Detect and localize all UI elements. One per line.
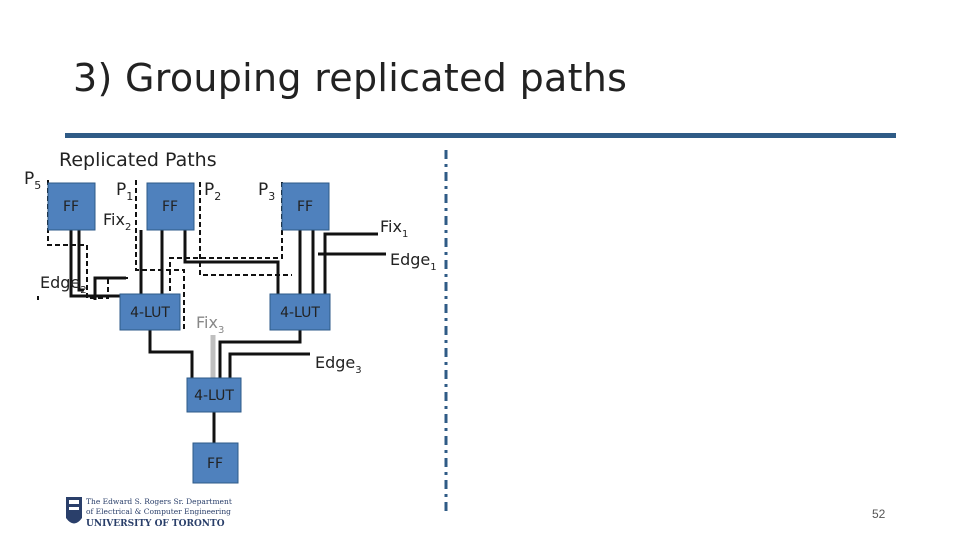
lut-right-box xyxy=(269,293,331,331)
ff-left-label: FF xyxy=(63,199,79,215)
ff-mid-box xyxy=(146,182,195,231)
logo-line3: UNIVERSITY OF TORONTO xyxy=(86,519,225,529)
logo-line2: of Electrical & Computer Engineering xyxy=(86,507,231,516)
wire-edge2 xyxy=(93,276,126,300)
lut-bottom-box xyxy=(186,377,242,413)
dashed-outline-p5 xyxy=(47,180,128,299)
p1-label: P1 xyxy=(116,180,133,203)
p2-label: P2 xyxy=(204,180,221,203)
fix1-label: Fix1 xyxy=(380,217,408,240)
lut-left-box xyxy=(119,293,181,331)
wire-mid-to-right xyxy=(183,230,280,294)
fix2-label: Fix2 xyxy=(103,210,131,233)
wire-fix1 xyxy=(323,232,378,294)
wire-lut-right-out xyxy=(218,330,302,378)
ff-left-box xyxy=(47,182,96,231)
ff-right-label: FF xyxy=(297,199,313,215)
ff-bottom-box xyxy=(192,442,239,484)
edge3-label: Edge3 xyxy=(315,353,362,376)
lut-left-label: 4-LUT xyxy=(130,305,170,321)
university-logo: The Edward S. Rogers Sr. Department of E… xyxy=(66,497,232,529)
edge2-label: Edge2 xyxy=(40,273,87,296)
fix3-label: Fix3 xyxy=(196,313,224,336)
dashed-outline-p3 xyxy=(169,182,283,296)
dashed-outline-p2 xyxy=(199,182,292,276)
dashed-outline-p1 xyxy=(135,180,185,330)
logo-line1: The Edward S. Rogers Sr. Department xyxy=(86,497,232,506)
p3-label: P3 xyxy=(258,180,275,203)
p5-label: P5 xyxy=(24,169,41,192)
wire-lut-left-out xyxy=(148,330,194,378)
lut-bottom-label: 4-LUT xyxy=(194,388,234,404)
page-number: 52 xyxy=(872,507,886,521)
group-label: Replicated Paths xyxy=(59,149,217,171)
wire-edge3 xyxy=(228,352,310,378)
ff-bottom-label: FF xyxy=(207,456,223,472)
edge1-label: Edge1 xyxy=(390,250,437,273)
slide-title: 3) Grouping replicated paths xyxy=(73,56,628,100)
ff-right-box xyxy=(281,182,330,231)
ff-mid-label: FF xyxy=(162,199,178,215)
title-rule xyxy=(65,133,896,138)
wire-ff-left-2 xyxy=(77,230,84,292)
lut-right-label: 4-LUT xyxy=(280,305,320,321)
wire-ff-left xyxy=(69,230,128,298)
